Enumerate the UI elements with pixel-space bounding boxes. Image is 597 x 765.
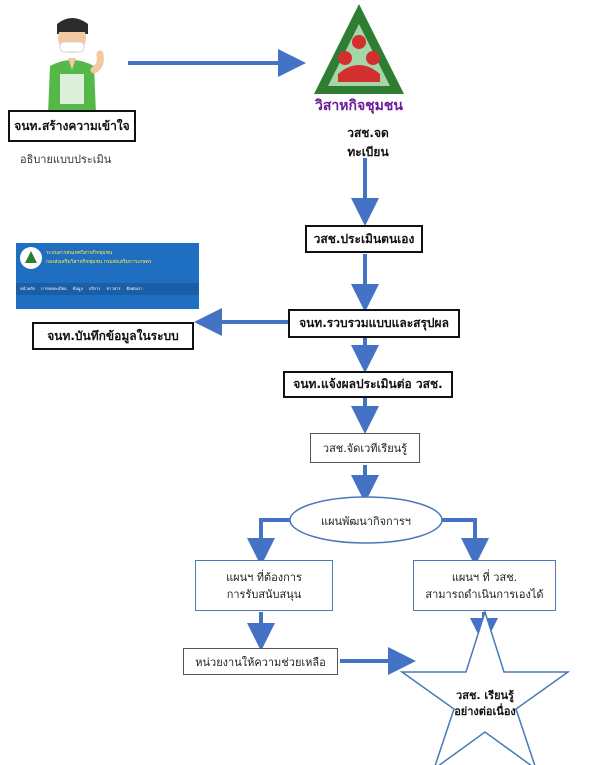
website-nav-item: การจดทะเบียน xyxy=(41,286,67,291)
node-continuous-learning-line-1: วสช. เรียนรู้ xyxy=(456,689,514,702)
website-logo xyxy=(20,247,42,269)
plan-ellipse xyxy=(289,496,443,544)
node-registered: วสช.จดทะเบียน xyxy=(328,124,408,162)
website-nav-item: ติดต่อเรา xyxy=(126,286,143,291)
arrow-plan-to-self-plan xyxy=(442,518,489,566)
node-staff-explain-label: จนท.สร้างความเข้าใจ xyxy=(14,118,130,133)
node-plan-self-line-1: แผนฯ ที่ วสช. xyxy=(451,570,518,584)
website-title-1: ระบบสารสนเทศวิสาหกิจชุมชน xyxy=(46,250,113,256)
website-title-2: กองส่งเสริมวิสาหกิจชุมชน กรมส่งเสริมการเ… xyxy=(46,259,152,265)
node-staff-notify-label: จนท.แจ้งผลประเมินต่อ วสช. xyxy=(293,377,443,391)
node-plan-self-line-2: สามารถดำเนินการเองได้ xyxy=(425,587,544,601)
node-learning-forum-label: วสช.จัดเวทีเรียนรู้ xyxy=(322,442,408,455)
logo-text: วิสาหกิจชุมชน xyxy=(314,98,404,114)
node-continuous-learning: วสช. เรียนรู้ อย่างต่อเนื่อง xyxy=(435,688,535,720)
arrow-plan-to-need-support xyxy=(247,518,290,566)
node-staff-notify: จนท.แจ้งผลประเมินต่อ วสช. xyxy=(283,371,453,398)
website-screenshot: ระบบสารสนเทศวิสาหกิจชุมชน กองส่งเสริมวิส… xyxy=(16,243,199,309)
website-nav-item: บริการ xyxy=(88,286,101,291)
node-plan-need-support: แผนฯ ที่ต้องการ การรับสนับสนุน xyxy=(195,560,333,611)
node-staff-record-label: จนท.บันทึกข้อมูลในระบบ xyxy=(47,328,179,343)
node-staff-explain: จนท.สร้างความเข้าใจ xyxy=(8,110,136,142)
node-learning-forum: วสช.จัดเวทีเรียนรู้ xyxy=(310,433,420,463)
website-nav-item: หน้าหลัก xyxy=(20,286,36,291)
node-dev-plan-label: แผนพัฒนากิจการฯ xyxy=(321,515,411,528)
node-self-assess: วสช.ประเมินตนเอง xyxy=(305,225,423,253)
node-registered-label: วสช.จดทะเบียน xyxy=(347,126,389,159)
node-support-agency: หน่วยงานให้ความช่วยเหลือ xyxy=(183,648,338,675)
website-nav: หน้าหลัก การจดทะเบียน ข้อมูล บริการ ข่าว… xyxy=(16,283,199,295)
node-staff-record: จนท.บันทึกข้อมูลในระบบ xyxy=(32,322,194,350)
node-plan-need-support-line-2: การรับสนับสนุน xyxy=(226,587,302,601)
node-plan-self: แผนฯ ที่ วสช. สามารถดำเนินการเองได้ xyxy=(413,560,556,611)
website-nav-item: ข้อมูล xyxy=(72,286,83,291)
website-nav-item: ข่าวสาร xyxy=(106,286,121,291)
node-staff-collect-label: จนท.รวบรวมแบบและสรุปผล xyxy=(299,316,449,330)
note-explain-form: อธิบายแบบประเมิน xyxy=(20,153,112,166)
node-continuous-learning-line-2: อย่างต่อเนื่อง xyxy=(454,705,516,718)
star-shape xyxy=(399,609,571,765)
node-staff-collect: จนท.รวบรวมแบบและสรุปผล xyxy=(288,309,460,338)
staff-person-illustration xyxy=(48,18,104,114)
node-dev-plan: แผนพัฒนากิจการฯ xyxy=(290,512,442,530)
community-enterprise-logo: วิสาหกิจชุมชน xyxy=(314,4,404,114)
node-support-agency-label: หน่วยงานให้ความช่วยเหลือ xyxy=(195,655,326,669)
node-plan-need-support-line-1: แผนฯ ที่ต้องการ xyxy=(226,570,302,584)
node-self-assess-label: วสช.ประเมินตนเอง xyxy=(313,231,415,246)
